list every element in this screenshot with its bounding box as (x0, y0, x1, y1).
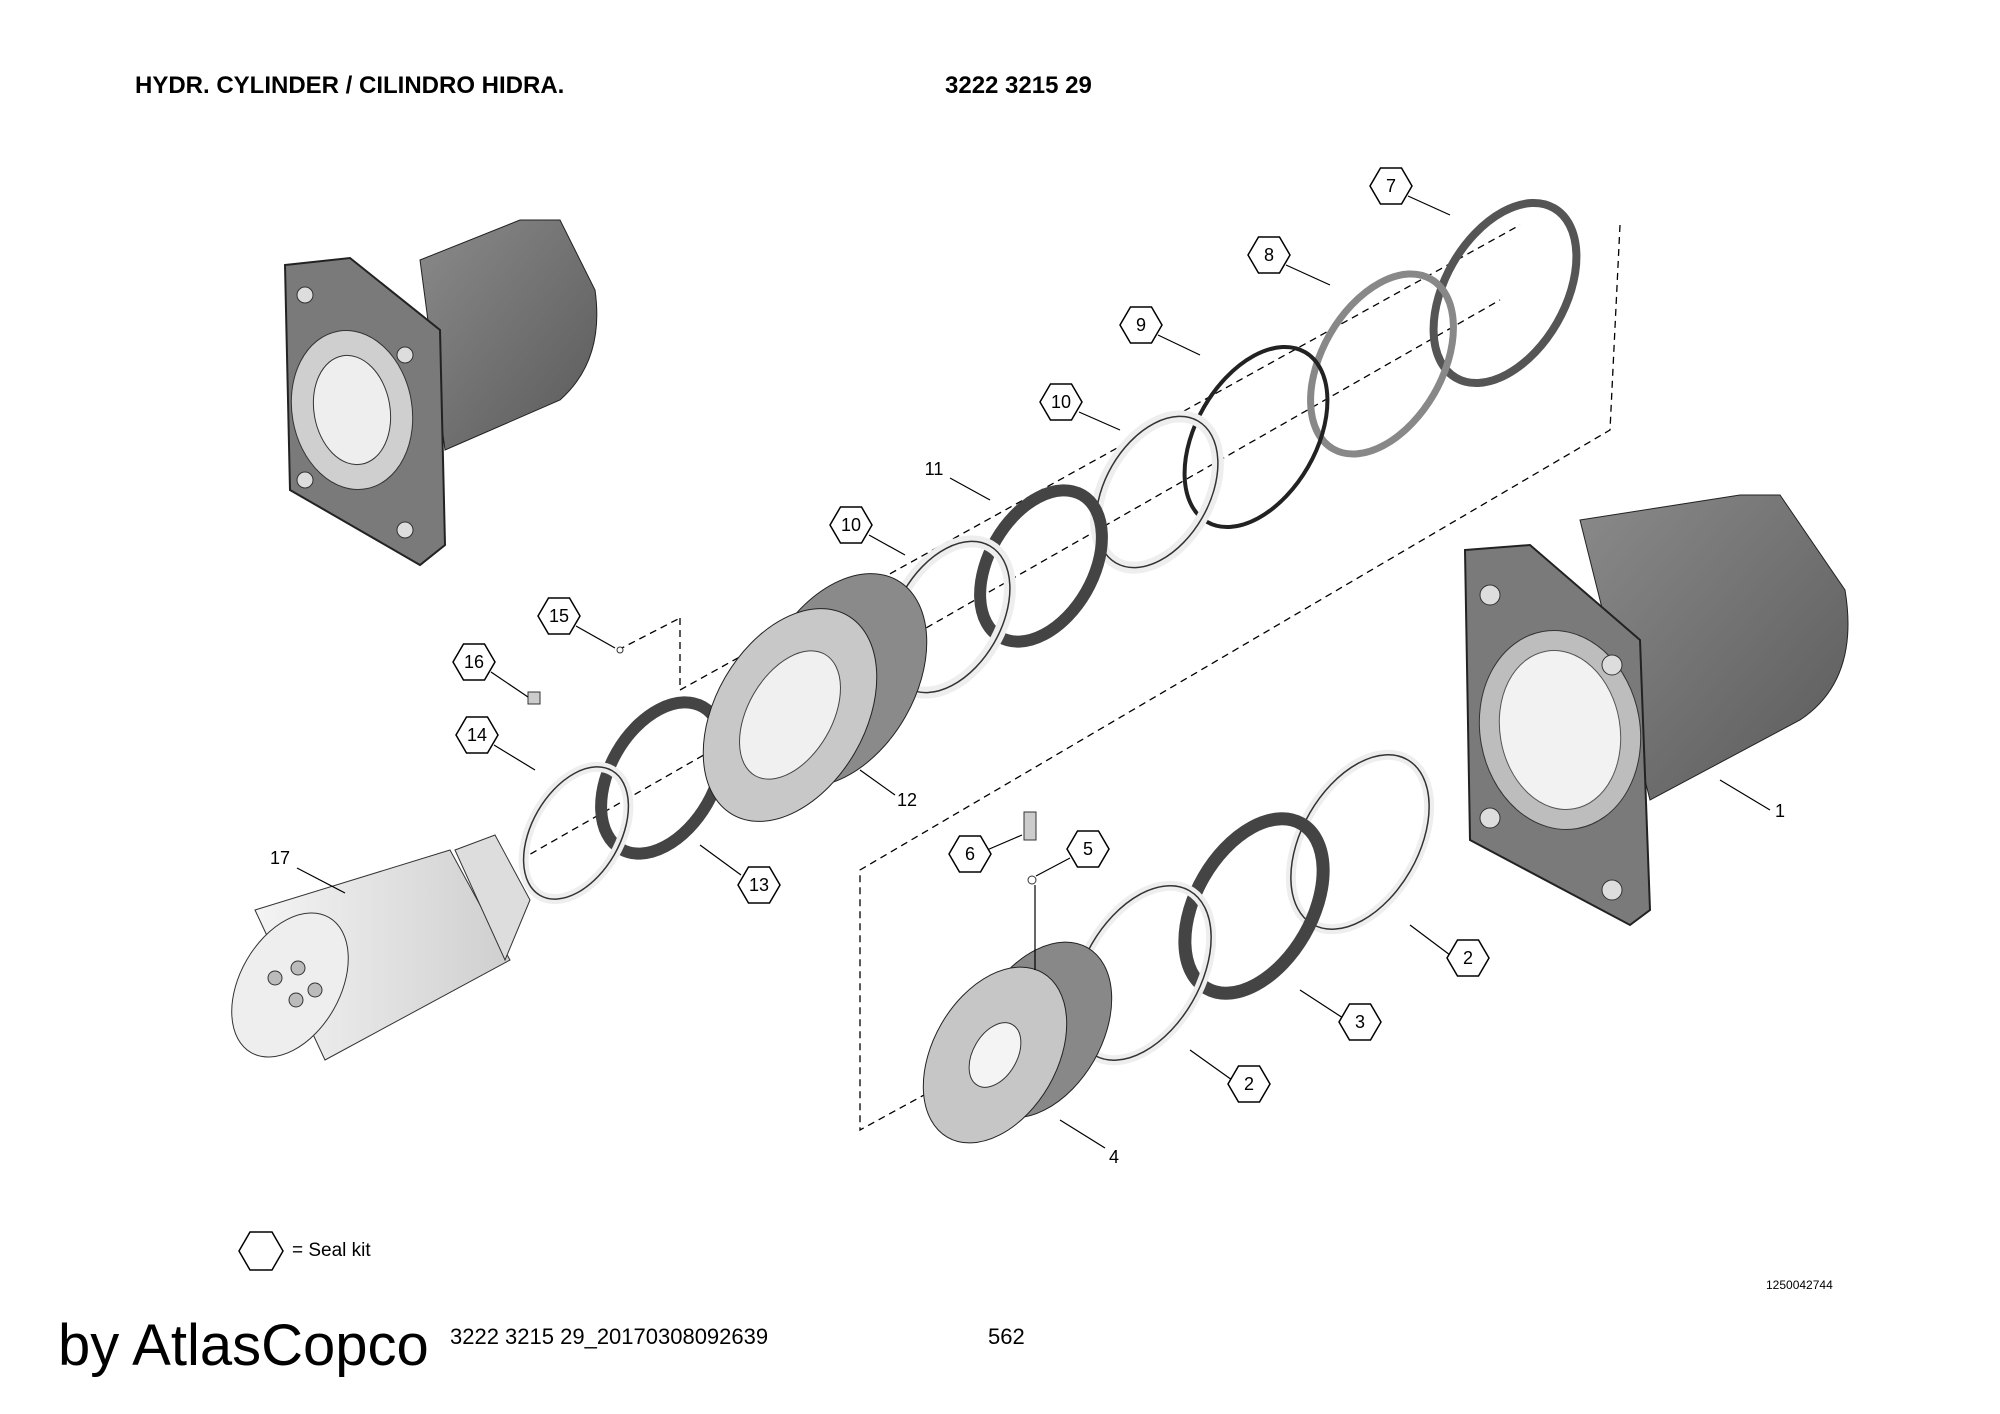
part-16-plug (527, 691, 541, 705)
callout-label: 11 (925, 459, 944, 479)
callout-label: 9 (1136, 315, 1146, 335)
part-7-ring (1429, 198, 1581, 388)
hexagon-icon (1227, 1065, 1271, 1103)
callout-label: 6 (965, 844, 975, 864)
callout-label: 17 (270, 848, 290, 868)
callout-label: 8 (1264, 245, 1274, 265)
callout-5: 5 (1066, 830, 1110, 868)
hexagon-icon (1338, 1003, 1382, 1041)
callout-17: 17 (270, 848, 290, 868)
callout-16: 16 (452, 643, 496, 681)
part-15-ball (616, 646, 624, 654)
footer-code: 3222 3215 29_20170308092639 (450, 1324, 769, 1349)
page-title: HYDR. CYLINDER / CILINDRO HIDRA. (135, 72, 565, 99)
callout-label: 13 (749, 875, 769, 895)
callout-7: 7 (1369, 167, 1413, 205)
callout-2: 2 (1446, 939, 1490, 977)
part-number: 3222 3215 29 (945, 72, 1092, 99)
callout-9: 9 (1119, 306, 1163, 344)
part-1-cylinder-housing (1463, 494, 1849, 927)
page-number: 562 (988, 1324, 1025, 1349)
callout-label: 5 (1083, 839, 1093, 859)
callout-label: 10 (1051, 392, 1071, 412)
callout-label: 10 (841, 515, 861, 535)
drawing-id: 1250042744 (1766, 1278, 1833, 1292)
callout-10: 10 (829, 506, 873, 544)
hexagon-icon (1369, 167, 1413, 205)
callout-2: 2 (1227, 1065, 1271, 1103)
callout-label: 15 (549, 606, 569, 626)
callout-6: 6 (948, 835, 992, 873)
hexagon-icon (1446, 939, 1490, 977)
part-2-ring (1285, 749, 1435, 935)
hexagon-icon (1066, 830, 1110, 868)
axis-line (679, 224, 1521, 692)
hexagon-icon (537, 597, 581, 635)
hexagon-icon (1039, 383, 1083, 421)
callout-label: 1 (1775, 801, 1785, 821)
part-4-piston (922, 941, 1113, 1144)
part-5-ball (1027, 875, 1037, 885)
axis-line (859, 224, 1621, 1132)
callout-label: 14 (467, 725, 487, 745)
cylinder-housing-view (283, 219, 598, 567)
watermark: by AtlasCopco (58, 1313, 429, 1378)
leader-lines (296, 195, 1771, 1149)
hexagon-icon (1247, 236, 1291, 274)
part-9-ring (1182, 344, 1330, 530)
callout-label: 2 (1463, 948, 1473, 968)
hexagon-icon (1119, 306, 1163, 344)
part-3-seal (1178, 812, 1330, 1000)
callout-label: 4 (1109, 1147, 1119, 1167)
axis-line (617, 617, 681, 651)
callout-14: 14 (455, 716, 499, 754)
part-12-gland (702, 573, 928, 822)
callout-label: 7 (1386, 176, 1396, 196)
part-8-ring (1307, 270, 1457, 458)
callout-1: 1 (1775, 801, 1785, 821)
callout-13: 13 (737, 866, 781, 904)
part-6-pin (1023, 811, 1037, 841)
callout-12: 12 (897, 790, 917, 810)
callout-4: 4 (1109, 1147, 1119, 1167)
callout-15: 15 (537, 597, 581, 635)
hexagon-icon (452, 643, 496, 681)
hexagon-icon (737, 866, 781, 904)
part-17-rod (231, 834, 531, 1061)
callout-label: 3 (1355, 1012, 1365, 1032)
legend-text: = Seal kit (292, 1240, 371, 1261)
hexagon-icon (948, 835, 992, 873)
hexagon-icon (238, 1231, 284, 1271)
callout-10: 10 (1039, 383, 1083, 421)
hexagon-icon (455, 716, 499, 754)
callout-8: 8 (1247, 236, 1291, 274)
callout-label: 12 (897, 790, 917, 810)
callout-11: 11 (925, 459, 944, 479)
callout-3: 3 (1338, 1003, 1382, 1041)
callout-label: 2 (1244, 1074, 1254, 1094)
hexagon-icon (829, 506, 873, 544)
callout-label: 16 (464, 652, 484, 672)
